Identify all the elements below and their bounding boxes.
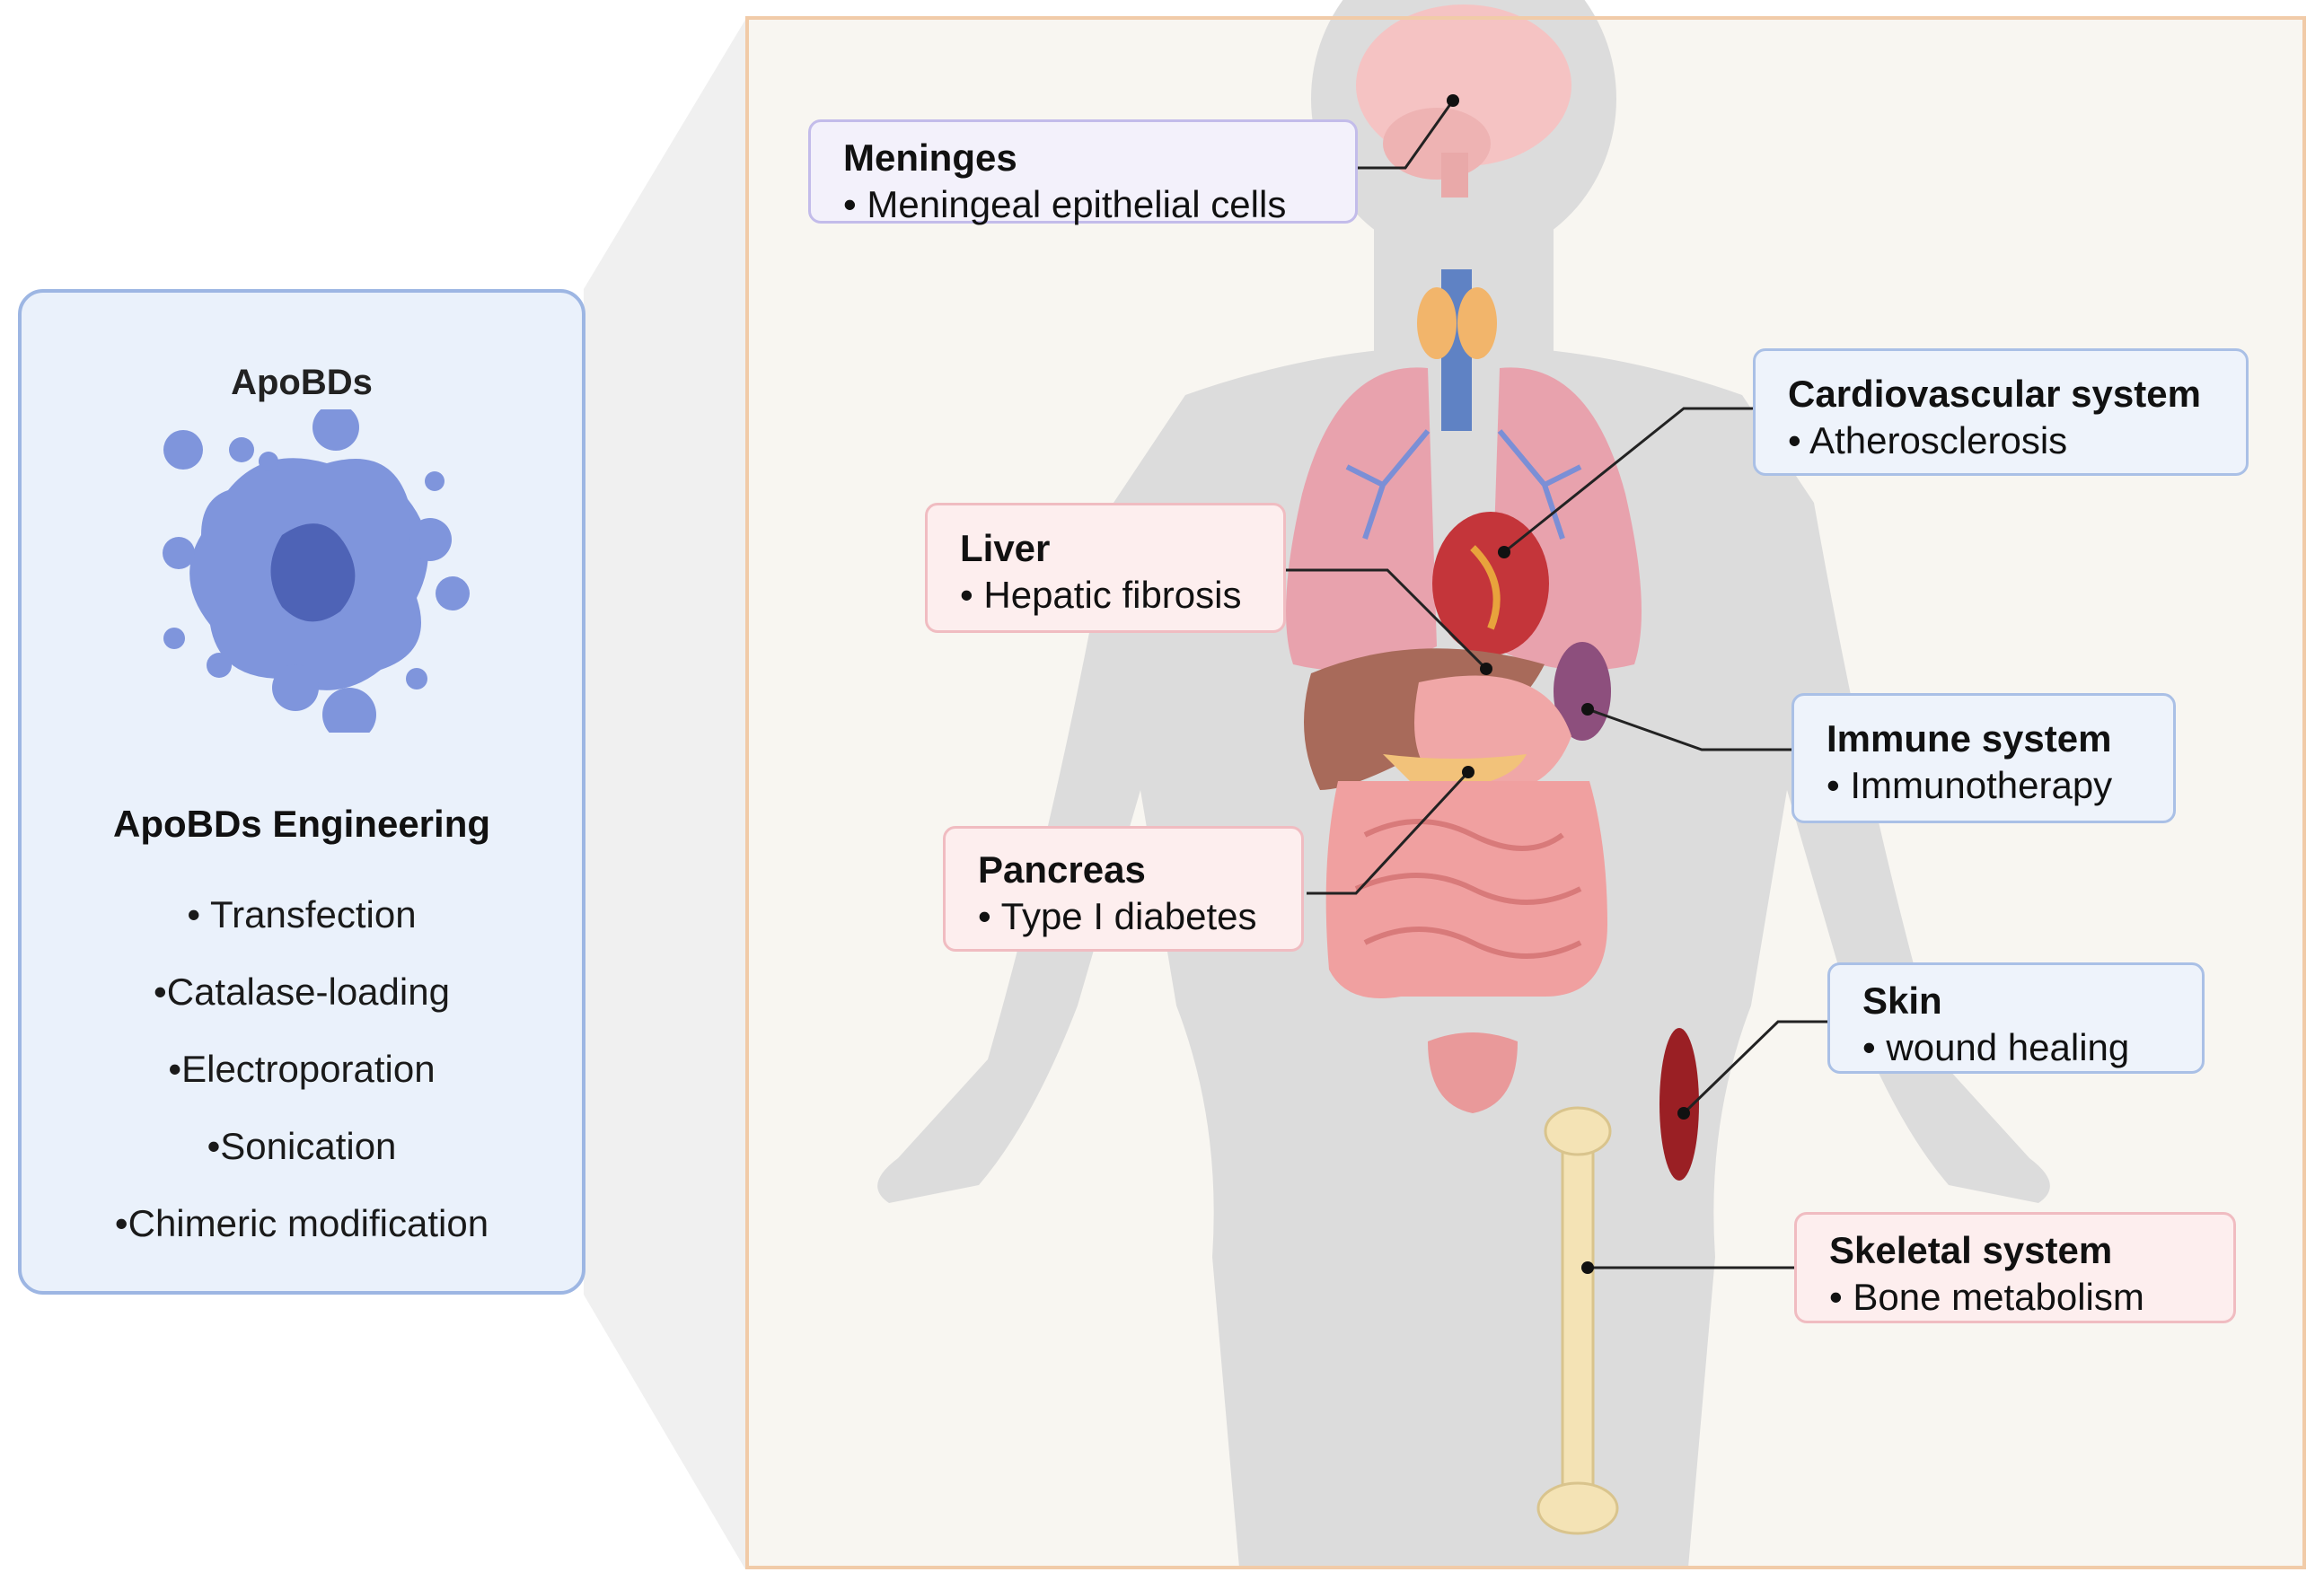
- engineering-methods: • Transfection •Catalase-loading •Electr…: [22, 876, 582, 1262]
- callout-item: • Type I diabetes: [978, 895, 1257, 937]
- callout-title: Skeletal system: [1829, 1229, 2113, 1271]
- callout-cardiovascular: Cardiovascular system • Atherosclerosis: [1753, 348, 2249, 476]
- method-item: •Electroporation: [168, 1048, 436, 1090]
- callout-item: • Immunotherapy: [1827, 764, 2113, 806]
- callout-title: Skin: [1862, 979, 1942, 1022]
- callout-item: • Hepatic fibrosis: [960, 574, 1242, 616]
- skin-illustration: [1659, 1028, 1699, 1181]
- lung-vessels: [1345, 429, 1582, 540]
- callout-item: • Atherosclerosis: [1788, 419, 2068, 461]
- callout-skeletal: Skeletal system • Bone metabolism: [1794, 1212, 2236, 1323]
- apoptotic-body-illustration: [156, 404, 471, 742]
- callout-item: • Bone metabolism: [1829, 1276, 2144, 1318]
- callout-title: Pancreas: [978, 848, 1146, 891]
- intestines-illustration: [1325, 781, 1607, 998]
- method-item: •Catalase-loading: [154, 971, 450, 1013]
- callout-title: Liver: [960, 527, 1051, 569]
- zoom-wedge: [584, 20, 745, 1569]
- callout-item: • Meningeal epithelial cells: [843, 183, 1287, 225]
- organ-panel: [745, 16, 2306, 1569]
- callout-item: • wound healing: [1862, 1026, 2130, 1068]
- callout-title: Meninges: [843, 136, 1017, 179]
- callout-meninges: Meninges • Meningeal epithelial cells: [808, 119, 1358, 225]
- trachea-illustration: [1417, 269, 1497, 431]
- leader-dots: [1447, 94, 1690, 1274]
- callout-liver: Liver • Hepatic fibrosis: [925, 503, 1286, 633]
- method-item: •Sonication: [207, 1125, 397, 1167]
- callout-immune: Immune system • Immunotherapy: [1791, 693, 2176, 823]
- callout-skin: Skin • wound healing: [1827, 962, 2205, 1074]
- callout-title: Cardiovascular system: [1788, 373, 2201, 415]
- bladder-illustration: [1428, 1032, 1518, 1113]
- apobds-title: ApoBDs: [231, 363, 373, 402]
- lungs-illustration: [1286, 367, 1642, 671]
- engineering-heading: ApoBDs Engineering: [112, 803, 491, 845]
- leader-lines: [1286, 100, 1830, 1269]
- callout-title: Immune system: [1827, 717, 2112, 760]
- callout-pancreas: Pancreas • Type I diabetes: [943, 826, 1304, 952]
- heart-illustration: [1432, 512, 1549, 655]
- method-item: • Transfection: [187, 893, 417, 935]
- apobds-panel: ApoBDs ApoBDs Engineering: [18, 289, 585, 1295]
- femur-illustration: [1536, 1106, 1619, 1535]
- spleen-illustration: [1554, 642, 1611, 741]
- method-item: •Chimeric modification: [114, 1202, 489, 1244]
